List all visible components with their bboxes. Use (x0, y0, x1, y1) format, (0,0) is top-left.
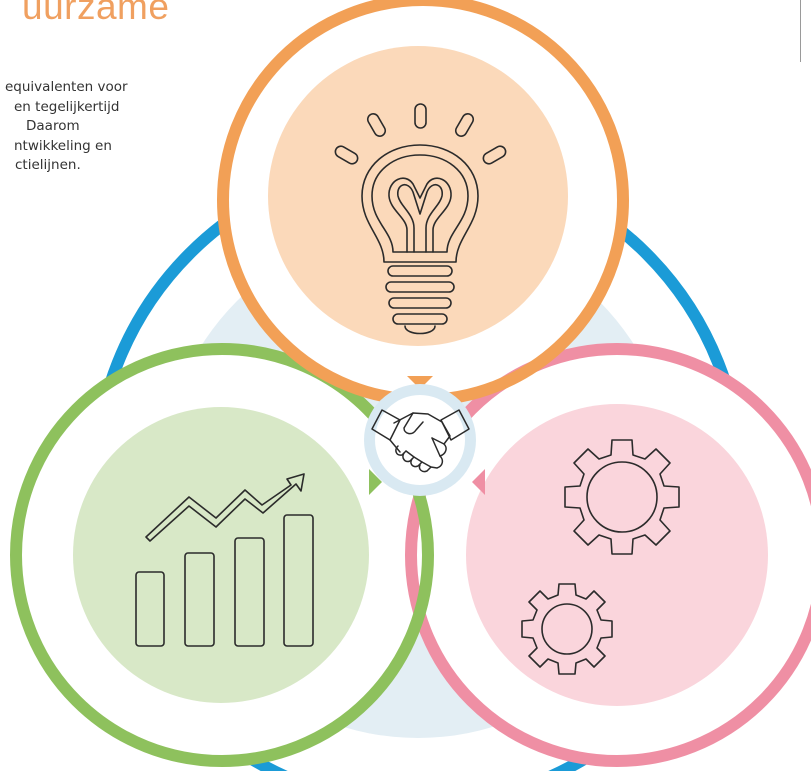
page-heading: uurzame (22, 0, 170, 27)
growth-chart-icon (135, 473, 314, 647)
intro-line: ctielijnen. (15, 157, 81, 173)
process-arrow (472, 469, 485, 495)
lightbulb-icon (334, 103, 507, 335)
intro-line: ntwikkeling en (14, 137, 112, 154)
intro-paragraph: equivalenten voor en tegelijkertijd Daar… (0, 78, 200, 176)
gears-icon (521, 439, 680, 675)
handshake-icon (371, 409, 470, 473)
process-fill (466, 404, 768, 706)
intro-line: en tegelijkertijd (14, 98, 120, 115)
intro-line: equivalenten voor (5, 79, 128, 95)
intro-line: Daarom (26, 118, 80, 134)
innovation-arrow (407, 376, 433, 389)
growth-fill (73, 407, 369, 703)
growth-ring (10, 343, 434, 767)
process-ring (405, 343, 811, 767)
innovation-fill (268, 46, 568, 346)
growth-arrow (369, 469, 382, 495)
page-edge-rule (800, 0, 801, 62)
